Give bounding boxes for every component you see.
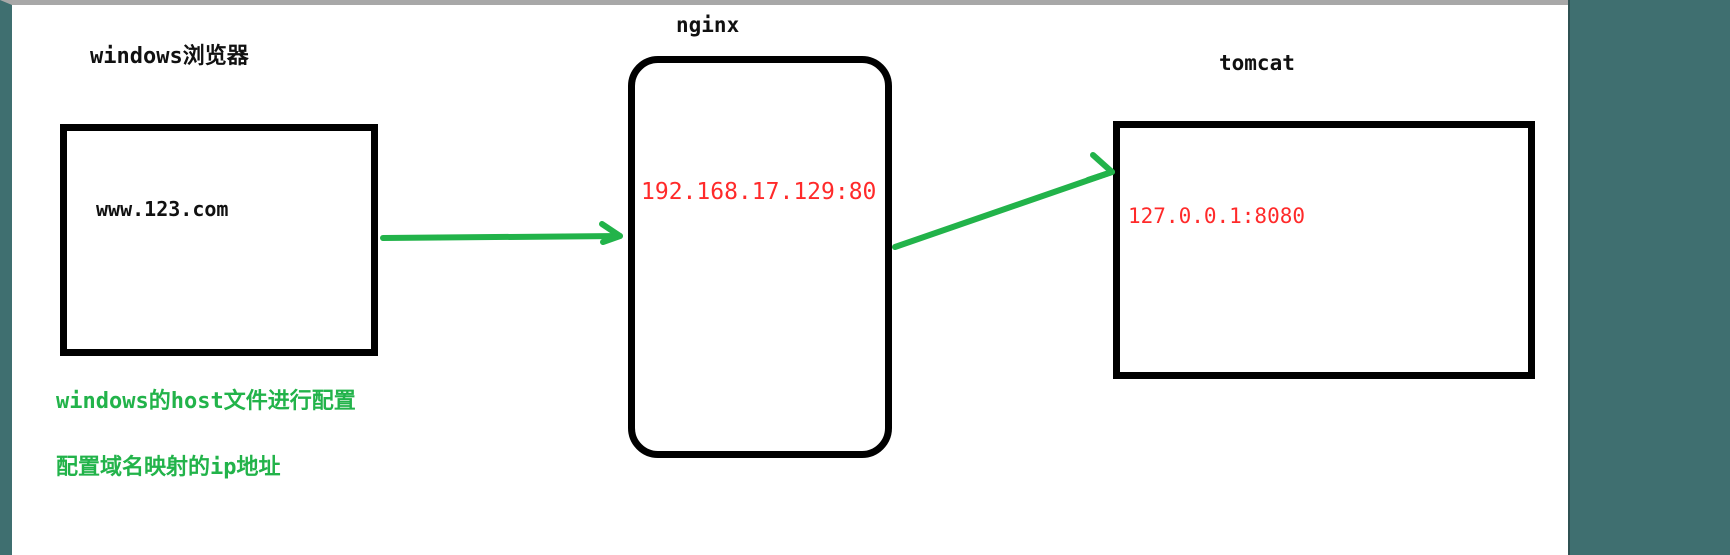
arrow-browser-to-nginx (380, 221, 623, 245)
tomcat-box (1113, 121, 1535, 379)
nginx-box (628, 56, 892, 458)
nginx-title: nginx (676, 13, 740, 37)
nginx-address: 192.168.17.129:80 (641, 179, 877, 205)
side-strip-separator (1568, 0, 1570, 555)
tomcat-title: tomcat (1219, 51, 1295, 75)
tomcat-address: 127.0.0.1:8080 (1128, 204, 1306, 228)
browser-domain: www.123.com (96, 197, 229, 221)
browser-title: windows浏览器 (90, 44, 249, 69)
side-strip (1568, 0, 1730, 555)
arrow-nginx-to-tomcat (892, 152, 1115, 250)
note-host-file: windows的host文件进行配置 (56, 389, 356, 414)
browser-box (60, 124, 378, 356)
note-domain-mapping: 配置域名映射的ip地址 (56, 455, 281, 480)
